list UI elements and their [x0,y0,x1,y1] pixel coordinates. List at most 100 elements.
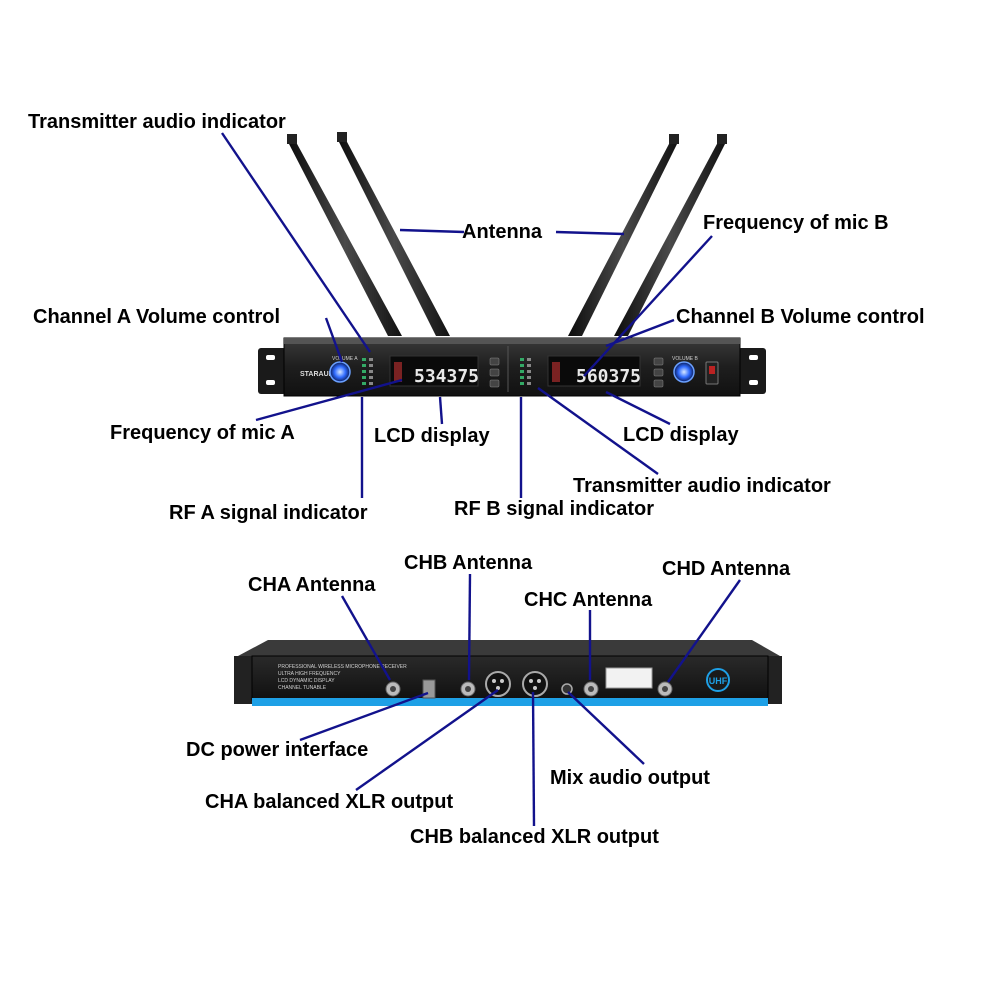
label-freq-mic-b: Frequency of mic B [703,212,889,234]
leader-dc-power [299,691,429,742]
rear-ear-right [766,656,782,704]
antenna-3-tip [669,134,679,144]
front-receiver: STARAUDIO VOLUME A 534375 [258,132,766,397]
leader-chb-antenna [467,573,472,681]
rack-hole [266,355,275,360]
rear-ear-left [234,656,252,704]
rack-hole [749,380,758,385]
rack-ear-left [258,348,286,394]
label-chb-antenna: CHB Antenna [404,552,533,574]
label-mix-audio: Mix audio output [550,767,710,789]
label-chd-antenna: CHD Antenna [662,558,791,580]
leader-chb-xlr [531,691,536,827]
rear-top-panel [238,640,780,656]
leader-tx-audio-b [537,387,659,475]
label-freq-mic-a: Frequency of mic A [110,422,295,444]
rack-hole [266,380,275,385]
antenna-3 [568,142,678,336]
panel-line-1: PROFESSIONAL WIRELESS MICROPHONE RECEIVE… [278,664,407,670]
connector-pin [588,686,594,692]
xlr-pin [500,679,504,683]
label-rf-b: RF B signal indicator [454,498,654,520]
label-ch-b-volume: Channel B Volume control [676,306,925,328]
leader-ch-b-volume [605,318,675,348]
antenna-4 [614,142,726,336]
rf-b-meter [520,358,524,385]
antenna-2-tip [337,132,347,142]
leader-lines [221,132,741,827]
lcd-a-bar [394,362,402,382]
volume-a-knob[interactable] [329,361,351,383]
lcd-b-frequency: 560375 [576,366,641,387]
label-antenna: Antenna [462,221,543,243]
tx-audio-b-meter [527,358,531,385]
label-rf-a: RF A signal indicator [169,502,368,524]
connector-pin [465,686,471,692]
leader-ch-a-volume [324,317,344,363]
tx-audio-a-meter [369,358,373,385]
xlr-pin [529,679,533,683]
antenna-1 [288,142,402,336]
rear-receiver: PROFESSIONAL WIRELESS MICROPHONE RECEIVE… [234,640,782,706]
lcd-a-frequency: 534375 [414,366,479,387]
up-button-a[interactable] [489,357,500,366]
label-cha-antenna: CHA Antenna [248,574,376,596]
label-chb-xlr: CHB balanced XLR output [410,826,659,848]
rf-a-meter [362,358,366,385]
leader-tx-audio-a [221,132,371,353]
xlr-pin [533,686,537,690]
front-chassis [283,337,741,397]
brand-logo: STARAUDIO [300,371,342,378]
xlr-pin [496,686,500,690]
leader-chd-antenna [667,579,741,683]
antenna-4-tip [717,134,727,144]
rack-hole [749,355,758,360]
chassis-top-edge [284,338,740,344]
panel-line-2: ULTRA HIGH FREQUENCY [278,671,341,677]
lcd-a [389,355,479,387]
set-button-a[interactable] [489,368,500,377]
label-chc-antenna: CHC Antenna [524,589,653,611]
rack-ear-right [738,348,766,394]
panel-line-3: LCD DYNAMIC DISPLAY [278,678,335,684]
antenna-2 [338,140,450,336]
lcd-b-bar [552,362,560,382]
antennas [287,132,727,336]
label-lcd-b: LCD display [623,424,739,446]
serial-sticker [605,667,653,689]
xlr-pin [537,679,541,683]
mix-audio-jack[interactable] [561,683,573,695]
down-button-b[interactable] [653,379,664,388]
cha-xlr-connector[interactable] [485,671,511,697]
leader-cha-xlr [355,689,499,791]
connector-pin [662,686,668,692]
uhf-badge [706,668,730,692]
down-button-a[interactable] [489,379,500,388]
label-tx-audio-a: Transmitter audio indicator [28,111,286,133]
lcd-b [547,355,641,387]
connector-pin [390,686,396,692]
label-tx-audio-b: Transmitter audio indicator [573,475,831,497]
leader-mix-audio [567,691,645,765]
antenna-1-tip [287,134,297,144]
panel-line-4: CHANNEL TUNABLE [278,685,327,691]
uhf-badge-text: UHF [709,676,728,686]
xlr-pin [492,679,496,683]
leader-antenna-left [399,228,465,234]
callout-labels: Transmitter audio indicator Antenna Freq… [28,111,925,848]
up-button-b[interactable] [653,357,664,366]
label-dc-power: DC power interface [186,739,368,761]
label-ch-a-volume: Channel A Volume control [33,306,280,328]
label-cha-xlr: CHA balanced XLR output [205,791,453,813]
leader-antenna-right [555,230,625,236]
rear-blue-strip [252,698,768,706]
leader-lcd-b [605,390,671,426]
leader-lcd-a [438,396,444,425]
set-button-b[interactable] [653,368,664,377]
leader-cha-antenna [340,595,392,681]
volume-b-knob[interactable] [673,361,695,383]
leader-freq-mic-a [255,378,403,422]
chb-xlr-connector[interactable] [522,671,548,697]
volume-b-label: VOLUME B [672,356,699,362]
